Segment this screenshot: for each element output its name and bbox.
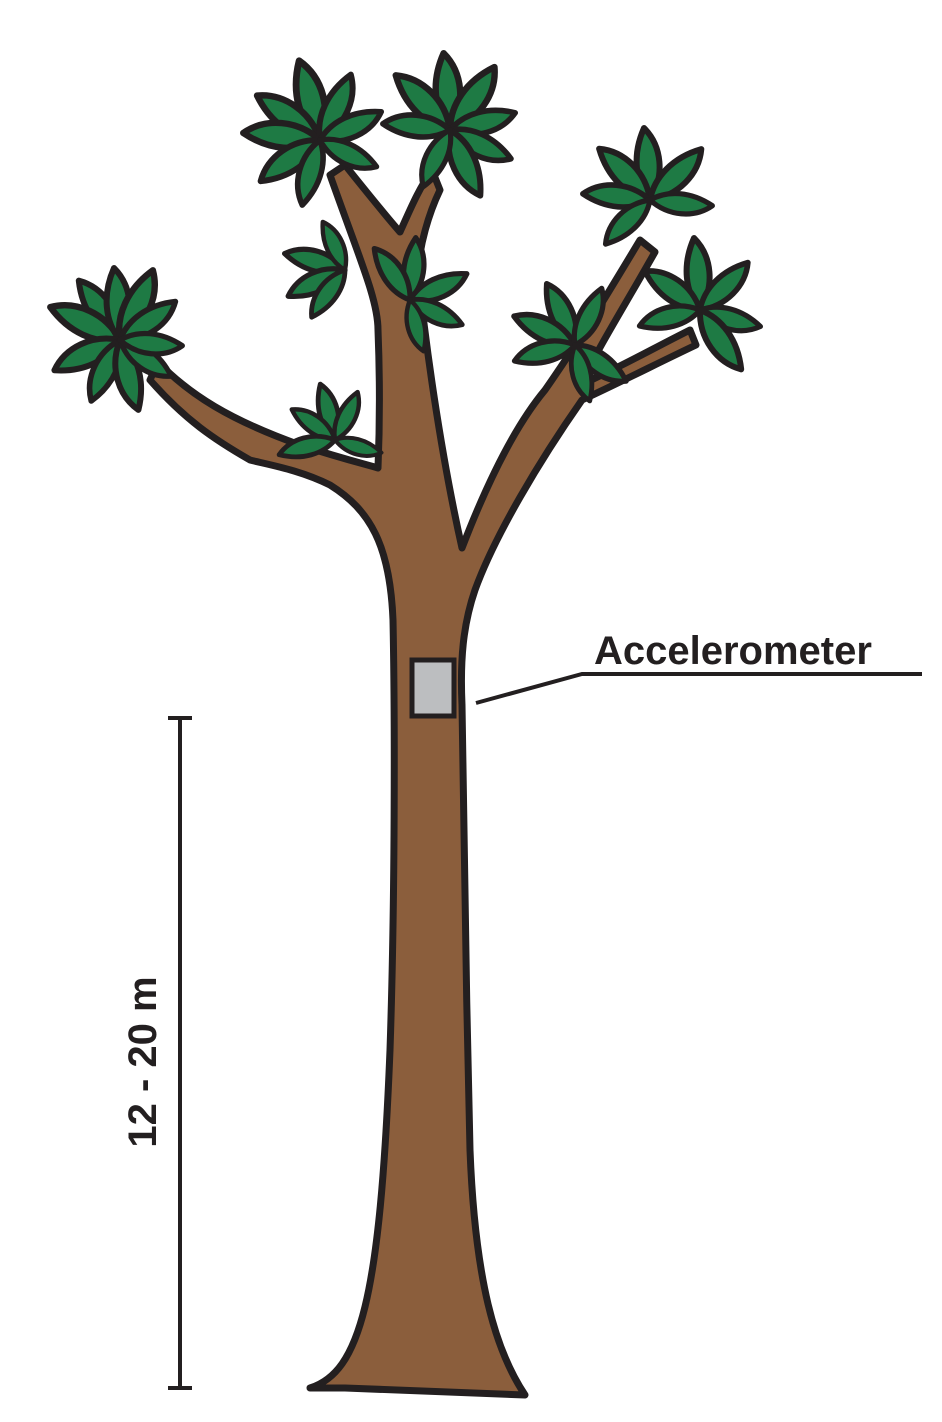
leaf-cluster-top-center xyxy=(382,53,518,201)
accelerometer-leader-line xyxy=(475,672,922,705)
leaf-cluster-right-upper xyxy=(582,128,714,249)
leaf-cluster-branch-left xyxy=(277,382,386,465)
height-label: 12 - 20 m xyxy=(121,976,165,1147)
accelerometer-box xyxy=(409,657,457,719)
accelerometer-label: Accelerometer xyxy=(594,629,872,673)
height-dimension xyxy=(168,716,192,1390)
leaf-cluster-mid-left xyxy=(282,218,353,321)
